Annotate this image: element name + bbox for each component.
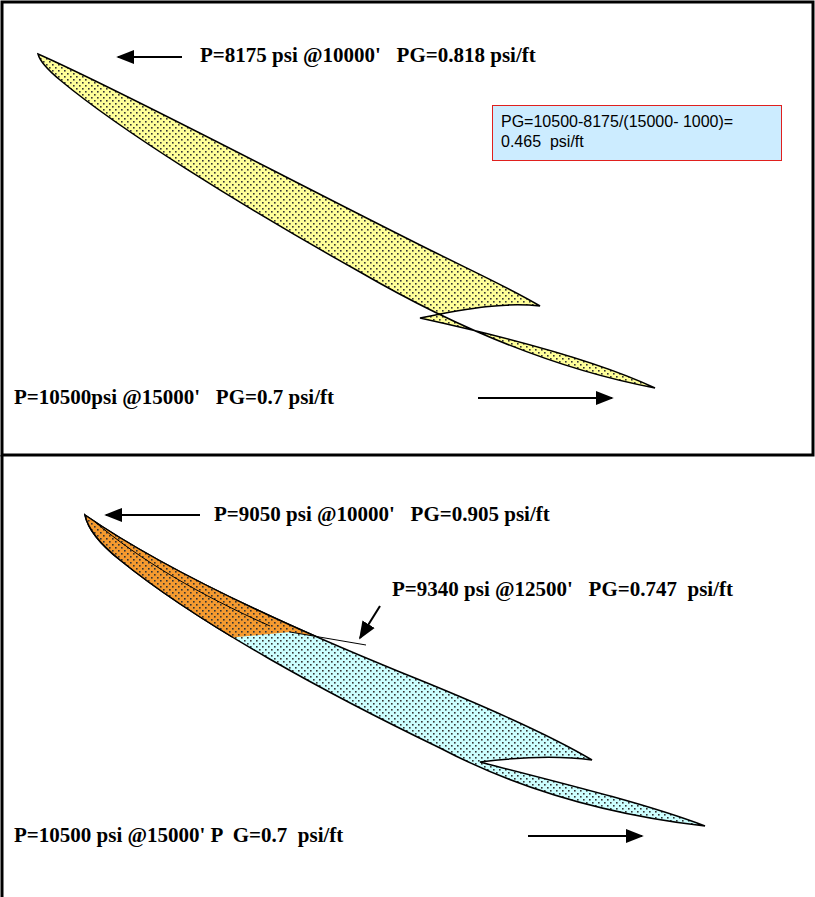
pressure-label: P=10500 psi @15000' P G=0.7 psi/ft — [14, 824, 343, 847]
pressure-label: P=10500psi @15000' PG=0.7 psi/ft — [14, 386, 334, 409]
formula-text: PG=10500-8175/(15000- 1000)= 0.465 psi/f… — [501, 112, 773, 152]
leader-arrow — [106, 57, 642, 836]
formula-box: PG=10500-8175/(15000- 1000)= 0.465 psi/f… — [492, 105, 782, 161]
sand-lens-two-fluids — [85, 515, 705, 826]
pressure-label: P=9050 psi @10000' PG=0.905 psi/ft — [214, 503, 550, 526]
pressure-label: P=9340 psi @12500' PG=0.747 psi/ft — [392, 578, 733, 601]
pressure-label: P=8175 psi @10000' PG=0.818 psi/ft — [200, 44, 536, 67]
